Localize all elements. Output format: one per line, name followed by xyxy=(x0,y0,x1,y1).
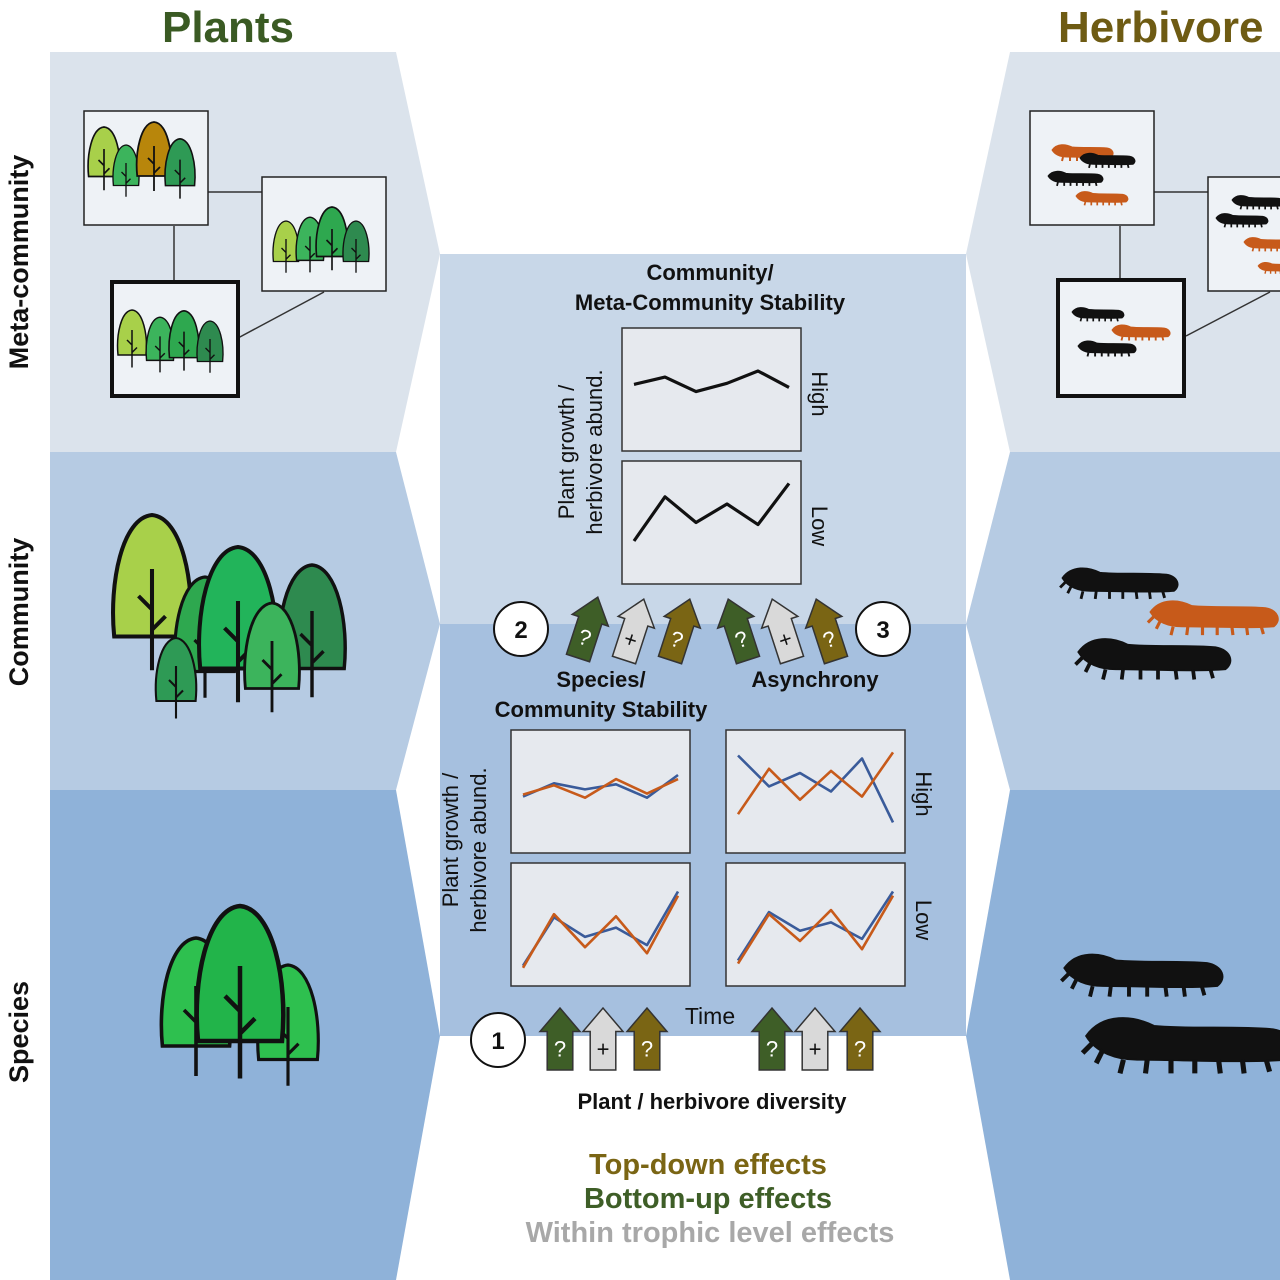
top-panel-title-line2: Meta-Community Stability xyxy=(575,290,846,315)
series-line-1 xyxy=(737,754,895,823)
top-panel-high-label: High xyxy=(807,371,832,416)
circle-3-marker: 3 xyxy=(855,601,911,657)
bottom-panel-low-label: Low xyxy=(911,900,936,940)
chart-panel-5 xyxy=(510,862,691,987)
chart-frame xyxy=(725,729,906,854)
within-level-arrow-middle-right: + xyxy=(760,597,805,665)
within-level-arrow-middle-left: + xyxy=(611,597,656,665)
series-line-2 xyxy=(736,751,895,815)
circle-3-number: 3 xyxy=(876,617,889,644)
charts-layer xyxy=(510,327,906,987)
within-level-arrow-bottom-right-shape xyxy=(793,1006,837,1071)
bottom-up-arrow-middle-left-shape xyxy=(565,595,610,663)
within-level-arrow-bottom-left: + xyxy=(581,1006,625,1071)
within-level-arrow-bottom-right-symbol: + xyxy=(809,1036,822,1061)
time-axis-label: Time xyxy=(685,1003,735,1029)
plant-meta-community-illustration xyxy=(83,110,387,398)
circle-1-number: 1 xyxy=(491,1028,504,1055)
series-line-2 xyxy=(522,777,679,800)
bottom-up-arrow-middle-right-shape xyxy=(716,597,761,665)
circle-1-marker: 1 xyxy=(470,1012,526,1068)
diversity-label: Plant / herbivore diversity xyxy=(578,1089,848,1114)
bottom-up-arrow-bottom-left: ? xyxy=(538,1006,582,1071)
chart-panel-3 xyxy=(510,729,691,854)
top-panel-title-line1: Community/ xyxy=(646,260,773,285)
circle-2-number: 2 xyxy=(514,617,527,644)
top-down-arrow-middle-left-shape xyxy=(657,597,702,665)
row-label-meta-community: Meta-community xyxy=(4,155,34,370)
top-down-arrow-bottom-left: ? xyxy=(625,1006,669,1071)
chart-panel-6 xyxy=(725,862,906,987)
within-level-arrow-bottom-left-shape xyxy=(581,1006,625,1071)
bottom-up-arrow-bottom-right: ? xyxy=(750,1006,794,1071)
series-line-2 xyxy=(521,895,680,969)
chart-panel-4 xyxy=(725,729,906,854)
herbivore-column-title: Herbivore xyxy=(1058,3,1263,52)
within-level-arrow-bottom-right: + xyxy=(793,1006,837,1071)
top-down-arrow-bottom-right-shape xyxy=(838,1006,882,1071)
plants-column-title: Plants xyxy=(162,3,294,52)
chart-frame xyxy=(510,729,691,854)
top-down-arrow-bottom-left-symbol: ? xyxy=(641,1036,653,1061)
asynchrony-label: Asynchrony xyxy=(751,667,879,692)
bottom-up-arrow-bottom-left-shape xyxy=(538,1006,582,1071)
bottom-up-arrow-bottom-right-symbol: ? xyxy=(766,1036,778,1061)
chart-frame xyxy=(621,327,802,452)
row-label-community: Community xyxy=(4,538,34,687)
chart-panel-2 xyxy=(621,460,802,585)
legend-bottom-up: Bottom-up effects xyxy=(584,1183,832,1215)
within-level-arrow-middle-left-shape xyxy=(611,597,656,665)
top-down-arrow-middle-left: ? xyxy=(657,597,702,665)
row-label-species: Species xyxy=(4,981,34,1083)
herbivore-meta-community-illustration xyxy=(1029,110,1280,398)
top-down-arrow-bottom-right: ? xyxy=(838,1006,882,1071)
top-panel-low-label: Low xyxy=(807,506,832,546)
circle-2-marker: 2 xyxy=(493,601,549,657)
series-line-2 xyxy=(736,895,895,965)
arrows-layer: ?+??+??+??+? xyxy=(538,595,882,1071)
bottom-up-arrow-bottom-right-shape xyxy=(750,1006,794,1071)
species-stability-line2: Community Stability xyxy=(495,697,708,722)
within-level-arrow-bottom-left-symbol: + xyxy=(597,1036,610,1061)
bottom-up-arrow-middle-right: ? xyxy=(716,597,761,665)
bottom-panel-high-label: High xyxy=(911,771,936,816)
top-panel-ylabel-line1: Plant growth / xyxy=(554,384,579,519)
top-down-arrow-bottom-left-shape xyxy=(625,1006,669,1071)
bottom-up-arrow-middle-left: ? xyxy=(565,595,610,663)
top-panel-ylabel-line2: herbivore abund. xyxy=(582,369,607,534)
bottom-up-arrow-bottom-left-symbol: ? xyxy=(554,1036,566,1061)
top-down-arrow-middle-right: ? xyxy=(804,597,849,665)
within-level-arrow-middle-right-shape xyxy=(760,597,805,665)
legend-top-down: Top-down effects xyxy=(589,1149,827,1181)
series-line-1 xyxy=(633,369,790,394)
bottom-panel-ylabel-line1: Plant growth / xyxy=(438,772,463,907)
series-line-1 xyxy=(632,482,791,542)
top-down-arrow-middle-right-shape xyxy=(804,597,849,665)
species-stability-line1: Species/ xyxy=(556,667,645,692)
bottom-panel-ylabel-line2: herbivore abund. xyxy=(466,767,491,932)
chart-frame xyxy=(621,460,802,585)
top-down-arrow-bottom-right-symbol: ? xyxy=(854,1036,866,1061)
chart-panel-1 xyxy=(621,327,802,452)
band-community-right xyxy=(966,452,1280,790)
legend-within: Within trophic level effects xyxy=(526,1217,895,1249)
